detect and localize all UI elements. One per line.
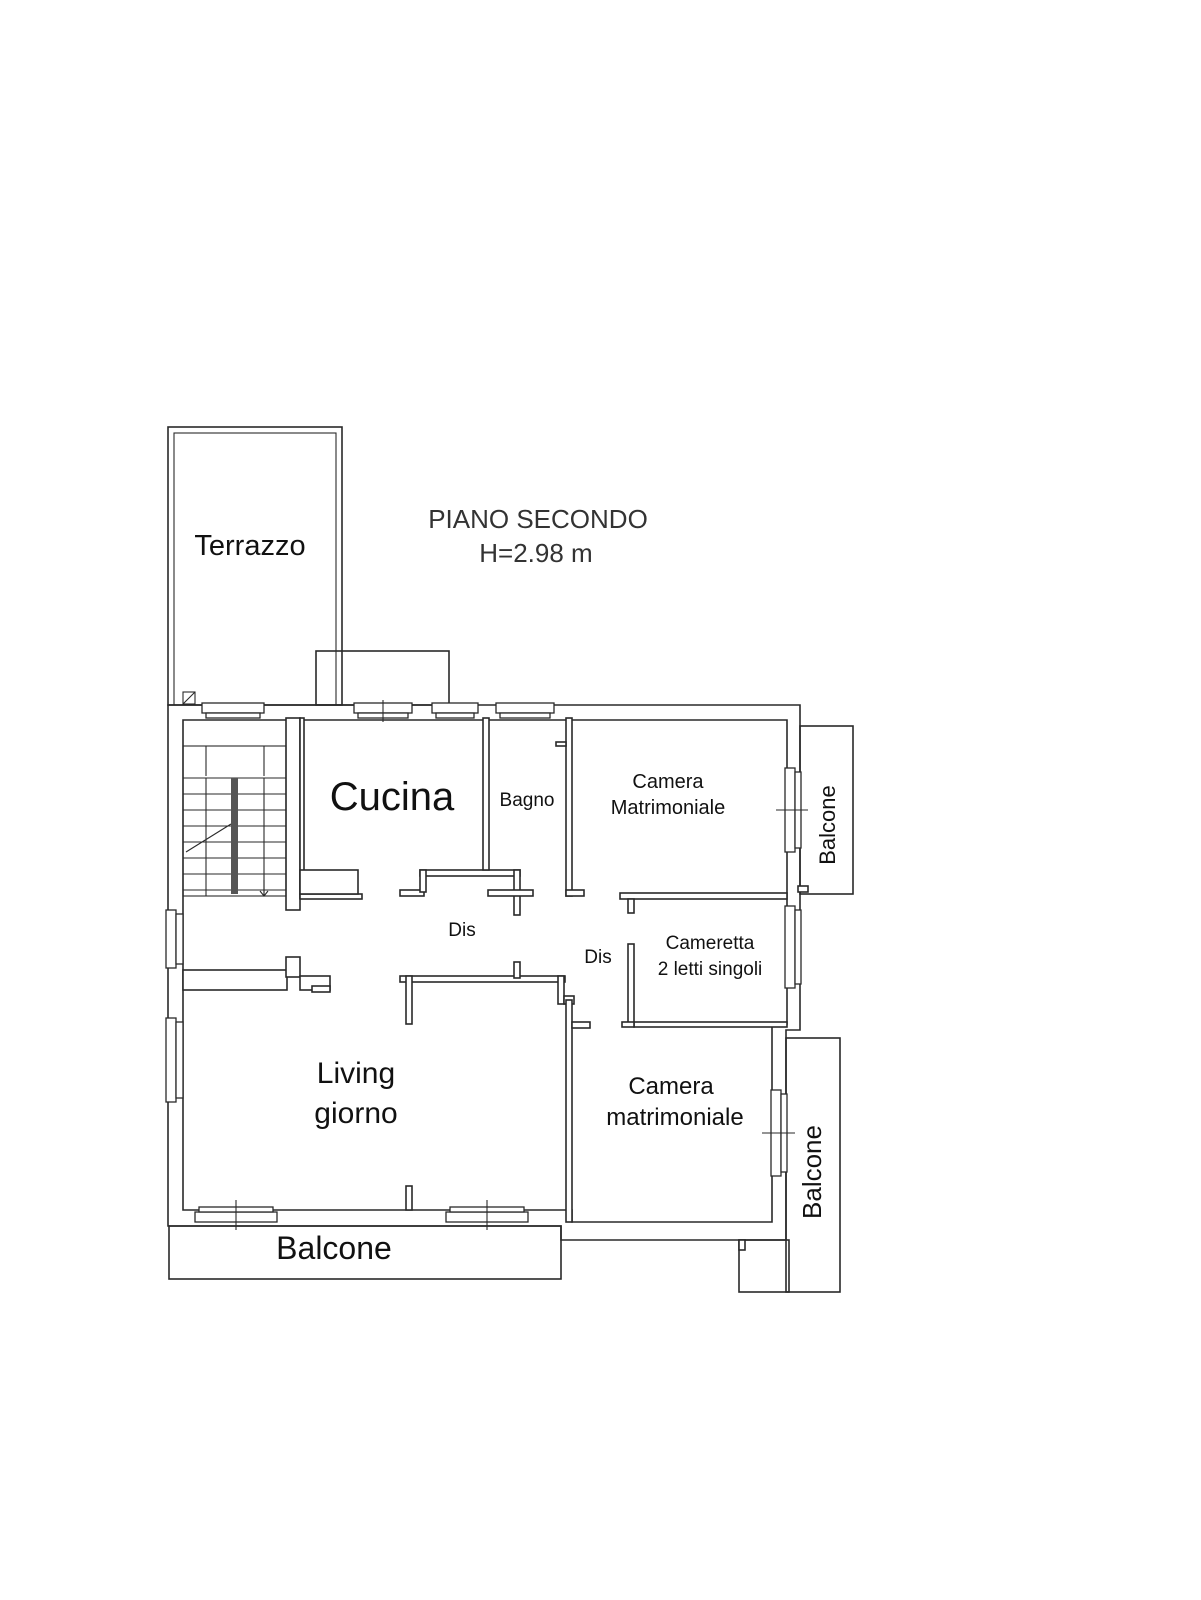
balcone-south-east-stub: [738, 1239, 790, 1293]
room-label-camera-matrimoniale-2-line2: matrimoniale: [606, 1104, 743, 1131]
room-label-dis-2: Dis: [584, 947, 611, 968]
room-label-living-line1: Living: [317, 1057, 395, 1090]
room-label-balcone-east-top: Balcone: [815, 785, 840, 865]
room-label-bagno: Bagno: [500, 790, 555, 811]
room-label-camera-matrimoniale-1-line2: Matrimoniale: [611, 797, 725, 819]
room-label-balcone-south: Balcone: [276, 1230, 392, 1266]
room-label-cucina: Cucina: [330, 775, 455, 819]
room-label-terrazzo: Terrazzo: [194, 530, 305, 562]
room-label-camera-matrimoniale-2-line1: Camera: [628, 1073, 714, 1100]
room-label-camera-matrimoniale-1-line1: Camera: [632, 771, 704, 793]
staircase: [182, 745, 287, 897]
room-label-living-line2: giorno: [314, 1097, 397, 1130]
windows: [165, 700, 808, 1230]
plan-title: PIANO SECONDO: [428, 504, 648, 534]
room-label-dis-1: Dis: [448, 920, 475, 941]
room-label-balcone-east-bottom: Balcone: [797, 1125, 827, 1219]
interior-walls: [182, 717, 809, 1251]
room-label-cameretta-line1: Cameretta: [666, 933, 755, 954]
room-label-cameretta-line2: 2 letti singoli: [658, 959, 763, 980]
plan-height: H=2.98 m: [479, 538, 592, 568]
